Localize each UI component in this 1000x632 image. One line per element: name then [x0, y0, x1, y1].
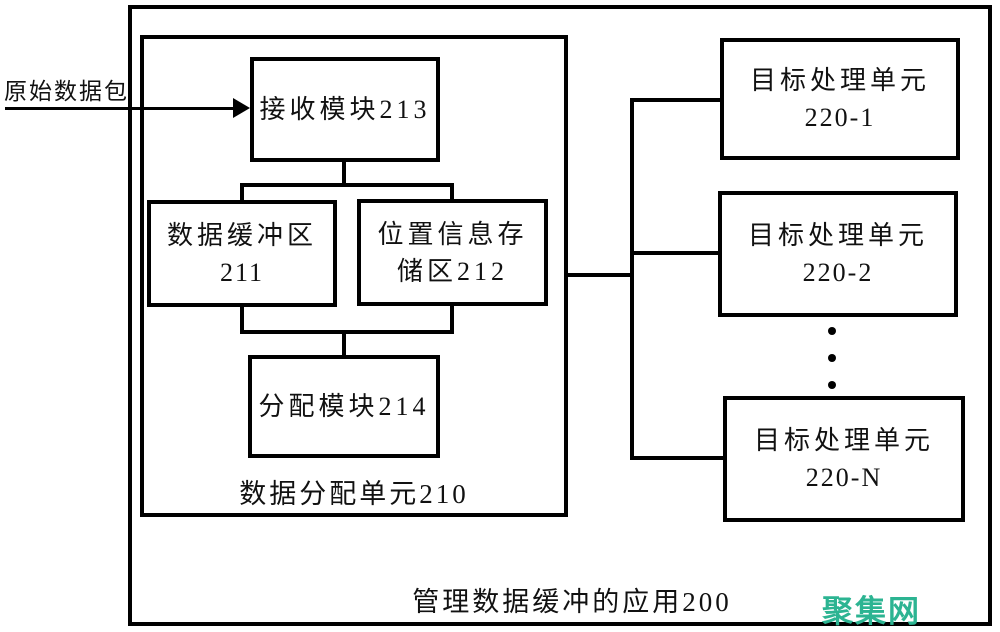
input-arrow-line: [5, 107, 236, 110]
target-unit-box-1: 目标处理单元 220-1: [720, 38, 960, 160]
target-unit-1-label-line2: 220-1: [804, 103, 876, 132]
connector-store-down: [450, 306, 454, 330]
target-unit-box-2: 目标处理单元 220-2: [718, 191, 958, 317]
connector-split-left-stub: [240, 187, 244, 200]
connector-buffer-down: [240, 307, 244, 330]
ellipsis-dot: [828, 381, 836, 389]
ellipsis-dot: [828, 354, 836, 362]
connector-unit-to-trunk: [568, 273, 630, 277]
dispatch-module-box: 分配模块214: [248, 355, 440, 458]
connector-merge-bar-bottom: [240, 330, 454, 334]
application-caption: 管理数据缓冲的应用200: [412, 587, 732, 617]
target-unit-1-label-line1: 目标处理单元: [749, 66, 930, 95]
connector-branch-target-1: [634, 98, 720, 102]
target-unit-2-label-line2: 220-2: [802, 258, 874, 287]
connector-split-bar-top: [240, 183, 454, 187]
location-store-label-line1: 位置信息存: [377, 219, 528, 249]
input-arrow-label: 原始数据包: [4, 79, 129, 104]
connector-receive-down: [342, 162, 346, 187]
data-distribution-unit-caption: 数据分配单元210: [239, 479, 469, 509]
data-buffer-label-line2: 211: [219, 257, 265, 287]
connector-split-right-stub: [450, 187, 454, 199]
target-unit-n-label-line1: 目标处理单元: [753, 426, 934, 455]
connector-dispatch-up: [342, 334, 346, 355]
connector-branch-target-2: [634, 251, 718, 255]
ellipsis-dot: [828, 327, 836, 335]
dispatch-module-label: 分配模块214: [258, 392, 430, 421]
data-buffer-box: 数据缓冲区 211: [147, 200, 337, 307]
receive-module-label: 接收模块213: [259, 95, 431, 124]
connector-trunk-vertical: [630, 98, 634, 460]
connector-branch-target-n: [634, 456, 723, 460]
watermark-text: 聚集网: [822, 594, 921, 630]
location-store-label-line2: 储区212: [396, 256, 508, 286]
input-arrowhead-icon: [233, 98, 250, 118]
target-unit-n-label-line2: 220-N: [805, 463, 883, 492]
data-distribution-unit-box: [140, 35, 568, 517]
data-buffer-label-line1: 数据缓冲区: [166, 220, 317, 250]
application-outer-box: [128, 5, 992, 626]
target-unit-2-label-line1: 目标处理单元: [747, 221, 928, 250]
target-unit-box-n: 目标处理单元 220-N: [723, 396, 965, 522]
location-store-box: 位置信息存 储区212: [357, 199, 548, 306]
receive-module-box: 接收模块213: [250, 57, 440, 162]
